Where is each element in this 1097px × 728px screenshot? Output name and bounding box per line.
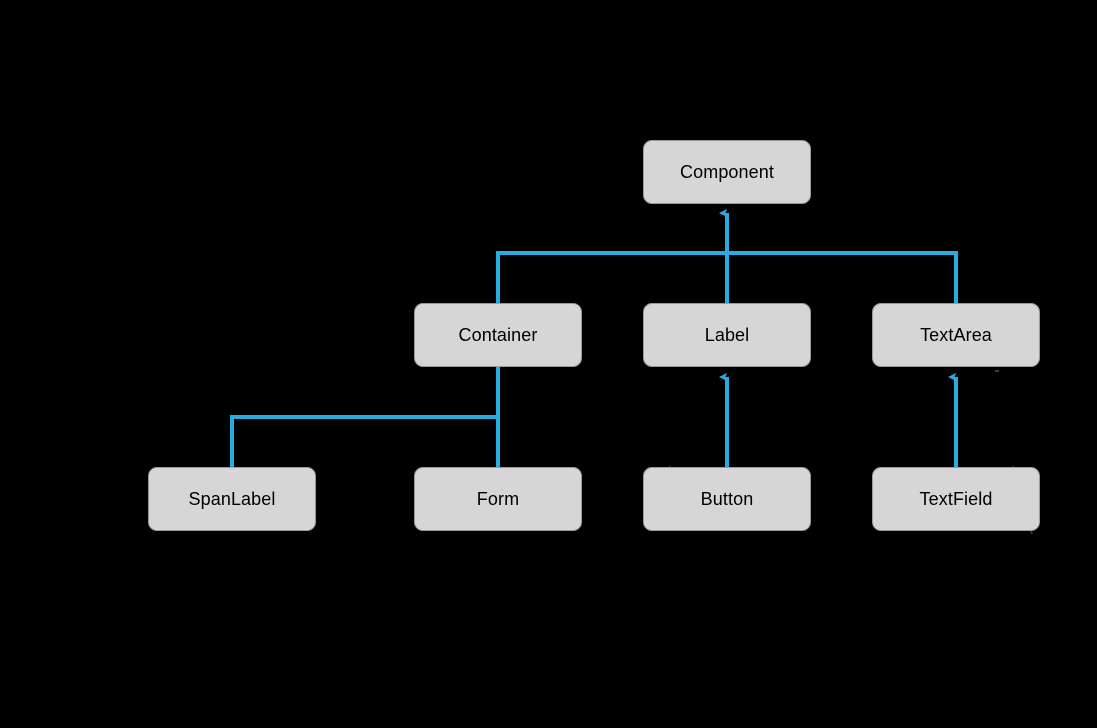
node-component-label: Component (680, 162, 774, 182)
node-textfield-label: TextField (919, 489, 993, 509)
node-container-label: Container (458, 325, 538, 345)
node-form-label: Form (476, 489, 520, 509)
node-textarea[interactable]: TextArea (872, 303, 1040, 367)
node-spanlabel[interactable]: SpanLabel (148, 467, 316, 531)
node-textarea-label: TextArea (920, 325, 992, 345)
edge-bus-level1 (496, 251, 958, 303)
node-textfield[interactable]: TextField (872, 467, 1040, 531)
node-form[interactable]: Form (414, 467, 582, 531)
node-label-label: Label (704, 325, 750, 345)
edge-bus-level2 (230, 415, 500, 467)
node-button-label: Button (700, 489, 754, 509)
node-button[interactable]: Button (643, 467, 811, 531)
node-label[interactable]: Label (643, 303, 811, 367)
node-spanlabel-label: SpanLabel (188, 489, 276, 509)
node-container[interactable]: Container (414, 303, 582, 367)
node-component[interactable]: Component (643, 140, 811, 204)
